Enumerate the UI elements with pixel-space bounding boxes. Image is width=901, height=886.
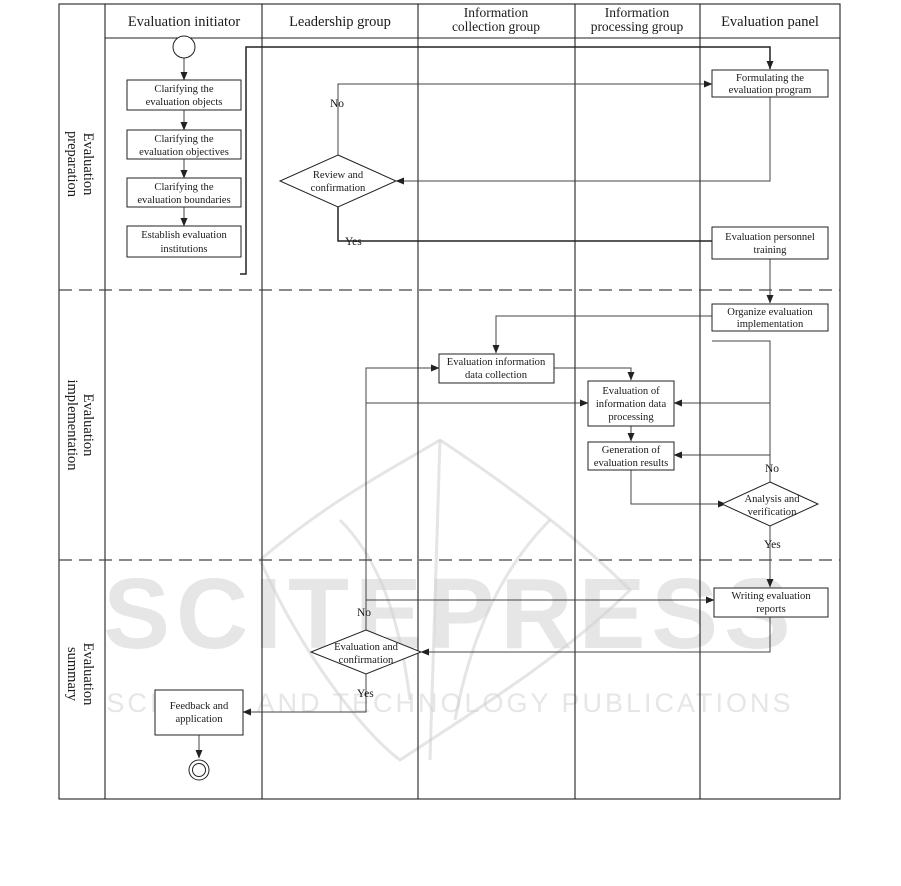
node-writing-reports: Writing evaluation reports	[713, 587, 829, 618]
lane-header-collection-line1: Information	[464, 5, 529, 20]
svg-text:processing: processing	[608, 412, 654, 423]
svg-text:training: training	[754, 245, 788, 256]
node-feedback-application: Feedback and application	[154, 689, 244, 736]
svg-text:implementation: implementation	[64, 379, 80, 471]
node-clarify-boundaries: Clarifying the evaluation boundaries	[126, 177, 242, 208]
lane-header-panel: Evaluation panel	[721, 14, 819, 30]
phase-label-implementation: Evaluation implementation	[64, 379, 96, 471]
lane-header-processing-line2: processing group	[591, 19, 684, 34]
watermark-text: SCITEPRESS	[103, 558, 797, 670]
svg-text:evaluation objectives: evaluation objectives	[139, 147, 229, 158]
svg-text:preparation: preparation	[64, 131, 80, 198]
lane-header-collection-line2: collection group	[452, 19, 540, 34]
label-summary-yes: Yes	[357, 688, 374, 700]
node-formulate-program: Formulating the evaluation program	[711, 69, 829, 98]
svg-text:Organize evaluation: Organize evaluation	[727, 307, 813, 318]
lane-header-processing-line1: Information	[605, 5, 670, 20]
label-analysis-no: No	[765, 463, 779, 475]
svg-text:data collection: data collection	[465, 370, 528, 381]
decision-evaluation-confirmation: Evaluation and confirmation	[309, 629, 423, 675]
swimlane-grid	[58, 3, 841, 800]
svg-text:Clarifying the: Clarifying the	[154, 182, 213, 193]
svg-text:Evaluation and: Evaluation and	[334, 642, 399, 653]
watermark: SCITEPRESS SCIENCE AND TECHNOLOGY PUBLIC…	[103, 438, 797, 762]
svg-text:Evaluation: Evaluation	[80, 394, 96, 458]
svg-text:summary: summary	[64, 647, 80, 702]
label-analysis-yes: Yes	[764, 539, 781, 551]
node-data-processing: Evaluation of information data processin…	[587, 380, 675, 427]
svg-text:Evaluation: Evaluation	[80, 643, 96, 707]
start-node	[172, 35, 196, 59]
svg-text:verification: verification	[748, 507, 798, 518]
phase-label-preparation: Evaluation preparation	[64, 131, 96, 198]
svg-text:institutions: institutions	[160, 244, 207, 255]
end-node	[188, 759, 210, 781]
svg-text:Review and: Review and	[313, 170, 364, 181]
svg-text:Formulating the: Formulating the	[736, 73, 804, 84]
node-clarify-objectives: Clarifying the evaluation objectives	[126, 129, 242, 160]
svg-text:evaluation boundaries: evaluation boundaries	[137, 195, 230, 206]
svg-text:Evaluation of: Evaluation of	[602, 386, 660, 397]
svg-text:application: application	[175, 714, 223, 725]
label-review-yes: Yes	[345, 236, 362, 248]
svg-text:Evaluation information: Evaluation information	[447, 357, 546, 368]
node-organize-implementation: Organize evaluation implementation	[711, 303, 829, 332]
node-generate-results: Generation of evaluation results	[587, 441, 675, 471]
node-clarify-objects: Clarifying the evaluation objects	[126, 79, 242, 111]
svg-text:Evaluation: Evaluation	[80, 133, 96, 197]
svg-text:confirmation: confirmation	[339, 655, 394, 666]
lane-header-initiator: Evaluation initiator	[128, 14, 241, 30]
node-data-collection: Evaluation information data collection	[438, 353, 555, 384]
label-review-no: No	[330, 98, 344, 110]
connectors	[180, 46, 774, 759]
svg-text:implementation: implementation	[737, 319, 804, 330]
node-establish-institutions: Establish evaluation institutions	[126, 225, 242, 258]
svg-text:Generation of: Generation of	[602, 445, 661, 456]
svg-text:Clarifying the: Clarifying the	[154, 134, 213, 145]
svg-text:confirmation: confirmation	[311, 183, 366, 194]
svg-text:Clarifying the: Clarifying the	[154, 84, 213, 95]
label-summary-no: No	[357, 607, 371, 619]
svg-text:Analysis and: Analysis and	[744, 494, 800, 505]
svg-text:reports: reports	[756, 604, 785, 615]
svg-text:Writing evaluation: Writing evaluation	[731, 591, 811, 602]
node-personnel-training: Evaluation personnel training	[711, 226, 829, 260]
svg-text:Feedback and: Feedback and	[170, 701, 229, 712]
svg-text:evaluation program: evaluation program	[729, 85, 812, 96]
svg-text:Evaluation personnel: Evaluation personnel	[725, 232, 815, 243]
svg-text:evaluation results: evaluation results	[594, 458, 668, 469]
svg-text:Establish evaluation: Establish evaluation	[141, 230, 227, 241]
phase-label-summary: Evaluation summary	[64, 643, 96, 707]
svg-text:evaluation objects: evaluation objects	[146, 97, 223, 108]
decision-review-confirmation: Review and confirmation	[278, 154, 398, 208]
svg-text:information data: information data	[596, 399, 667, 410]
decision-analysis-verification: Analysis and verification	[720, 481, 820, 527]
lane-header-leadership: Leadership group	[289, 14, 391, 30]
